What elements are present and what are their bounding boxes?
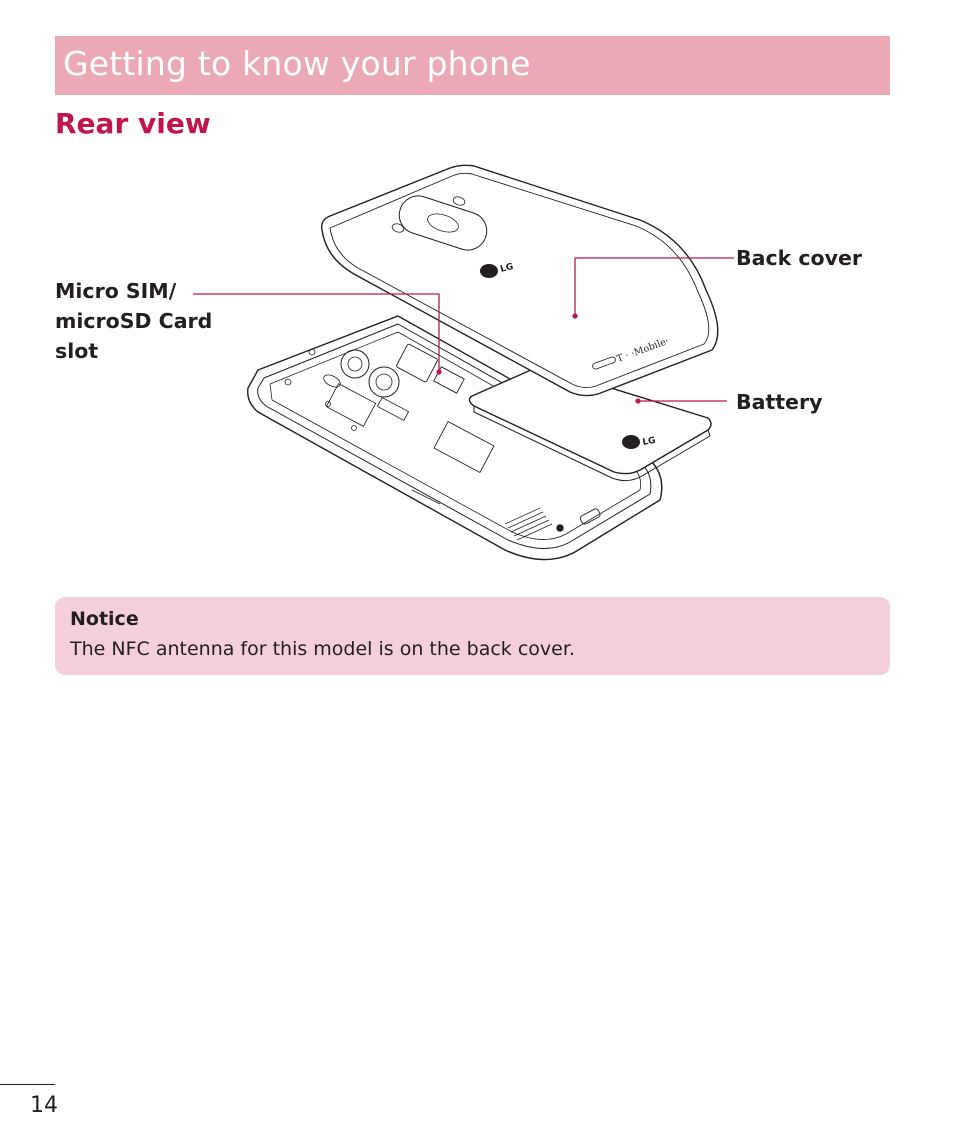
battery-label: Battery <box>736 390 823 414</box>
notice-title: Notice <box>70 608 139 630</box>
battery-leader-dot <box>635 398 641 404</box>
phone-body <box>247 315 663 561</box>
chapter-title: Getting to know your phone <box>63 44 531 83</box>
footer-rule <box>0 1084 55 1085</box>
page-number: 14 <box>30 1093 58 1118</box>
back-cover-leader-dot <box>572 313 578 319</box>
notice-box: Notice The NFC antenna for this model is… <box>55 597 890 675</box>
callout-leaders <box>193 257 734 404</box>
phone-exploded-illustration: LG LG T · ·Mobile· <box>193 164 734 561</box>
sim-slot-label-line-2: microSD Card <box>55 309 213 333</box>
sim-slot-label-line-3: slot <box>55 339 99 363</box>
battery-callout: Battery <box>736 387 822 417</box>
cover-logo-text: LG <box>499 262 514 275</box>
rear-view-figure: LG LG T · ·Mobile· Back cover Ba <box>0 150 954 580</box>
notice-text: The NFC antenna for this model is on the… <box>70 638 575 660</box>
battery-illustration: LG <box>468 365 712 482</box>
back-cover-callout: Back cover <box>736 243 862 273</box>
section-title: Rear view <box>55 107 211 140</box>
back-cover-leader-line <box>574 257 734 316</box>
sim-slot-leader-dot <box>436 369 442 375</box>
back-cover-label: Back cover <box>736 246 862 270</box>
chapter-header-band: Getting to know your phone <box>55 36 890 95</box>
sim-slot-callout: Micro SIM/ microSD Card slot <box>55 276 212 366</box>
back-cover-illustration: LG T · ·Mobile· <box>320 164 719 397</box>
sim-slot-leader-line <box>193 293 440 372</box>
battery-logo-text: LG <box>642 436 657 448</box>
sim-slot-label-line-1: Micro SIM/ <box>55 279 177 303</box>
